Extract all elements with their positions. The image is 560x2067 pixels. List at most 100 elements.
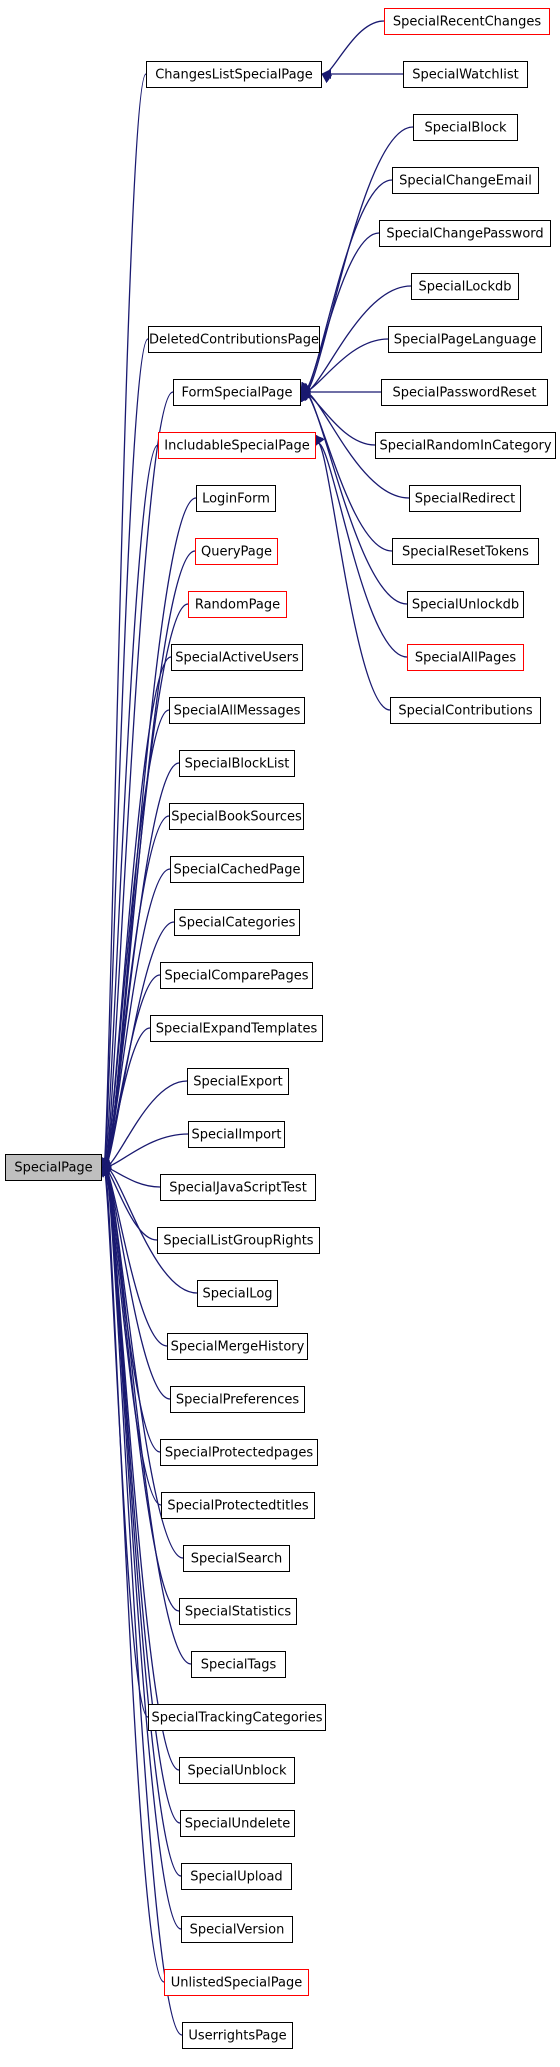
node-label: SpecialVersion [190, 1923, 285, 1938]
edge-special-contributions-to-includable-special-page [314, 434, 391, 711]
class-node-special-tracking-categories[interactable]: SpecialTrackingCategories [148, 1704, 326, 1731]
node-label: SpecialStatistics [185, 1605, 291, 1620]
node-label: SpecialProtectedtitles [167, 1499, 308, 1514]
class-node-special-recent-changes[interactable]: SpecialRecentChanges [384, 8, 550, 35]
class-node-special-lockdb[interactable]: SpecialLockdb [411, 273, 519, 300]
nodes-layer: SpecialPage SpecialRecentChangesChangesLi… [5, 8, 556, 2049]
class-node-special-preferences[interactable]: SpecialPreferences [170, 1386, 305, 1413]
class-node-special-unblock[interactable]: SpecialUnblock [179, 1757, 295, 1784]
class-node-special-redirect[interactable]: SpecialRedirect [409, 485, 521, 512]
node-label: SpecialPageLanguage [394, 333, 536, 348]
class-node-special-block[interactable]: SpecialBlock [413, 114, 518, 141]
class-node-special-upload[interactable]: SpecialUpload [181, 1863, 292, 1890]
node-box [5, 1154, 102, 1181]
edge-special-tags-to-special-page [99, 1157, 192, 1665]
node-box [169, 803, 304, 830]
node-box [170, 856, 304, 883]
class-node-special-undelete[interactable]: SpecialUndelete [180, 1810, 295, 1837]
node-box [160, 962, 313, 989]
node-box [157, 1227, 320, 1254]
class-node-special-block-list[interactable]: SpecialBlockList [179, 750, 295, 777]
class-node-random-page[interactable]: RandomPage [188, 591, 287, 618]
node-box [174, 909, 300, 936]
class-node-special-log[interactable]: SpecialLog [197, 1280, 278, 1307]
node-box [173, 379, 301, 406]
node-box [171, 644, 303, 671]
class-node-query-page[interactable]: QueryPage [195, 538, 278, 565]
class-node-special-random-in-category[interactable]: SpecialRandomInCategory [375, 432, 556, 459]
node-label: SpecialPasswordReset [393, 386, 537, 401]
node-box [181, 1863, 292, 1890]
node-box [179, 750, 295, 777]
edge-special-unlockdb-to-form-special-page [300, 381, 408, 605]
class-node-special-change-password[interactable]: SpecialChangePassword [379, 220, 551, 247]
node-label: SpecialWatchlist [412, 68, 518, 83]
node-box [161, 1492, 315, 1519]
node-label: SpecialListGroupRights [163, 1234, 313, 1249]
node-label: SpecialTrackingCategories [151, 1711, 322, 1726]
class-node-unlisted-special-page[interactable]: UnlistedSpecialPage [164, 1969, 309, 1996]
class-node-special-protectedpages[interactable]: SpecialProtectedpages [160, 1439, 318, 1466]
node-label: SpecialChangeEmail [399, 174, 532, 189]
node-box [148, 1704, 326, 1731]
class-node-special-all-pages[interactable]: SpecialAllPages [407, 644, 524, 671]
class-node-special-all-messages[interactable]: SpecialAllMessages [169, 697, 305, 724]
class-node-special-merge-history[interactable]: SpecialMergeHistory [167, 1333, 308, 1360]
class-node-special-password-reset[interactable]: SpecialPasswordReset [381, 379, 548, 406]
node-label: DeletedContributionsPage [149, 333, 319, 348]
edge-special-log-to-special-page [101, 1157, 198, 1294]
node-label: SpecialRecentChanges [393, 15, 542, 30]
node-label: IncludableSpecialPage [164, 439, 309, 454]
class-node-special-version[interactable]: SpecialVersion [181, 1916, 293, 1943]
node-box [169, 697, 305, 724]
class-node-special-protectedtitles[interactable]: SpecialProtectedtitles [161, 1492, 315, 1519]
node-label: SpecialUpload [190, 1870, 282, 1885]
class-node-special-tags[interactable]: SpecialTags [191, 1651, 286, 1678]
edge-deleted-contributions-page-to-special-page [97, 338, 149, 1177]
node-label: SpecialSearch [191, 1552, 283, 1567]
class-node-special-change-email[interactable]: SpecialChangeEmail [392, 167, 539, 194]
edge-special-change-email-to-form-special-page [300, 179, 393, 403]
node-box [188, 1121, 285, 1148]
node-label: SpecialChangePassword [386, 227, 543, 242]
edge-special-import-to-special-page [101, 1133, 189, 1175]
class-node-deleted-contributions-page[interactable]: DeletedContributionsPage [148, 326, 320, 353]
class-node-special-compare-pages[interactable]: SpecialComparePages [160, 962, 313, 989]
class-node-changes-list-special-page[interactable]: ChangesListSpecialPage [146, 61, 322, 88]
node-box [150, 1015, 323, 1042]
node-box [179, 1757, 295, 1784]
class-node-special-list-group-rights[interactable]: SpecialListGroupRights [157, 1227, 320, 1254]
class-node-special-active-users[interactable]: SpecialActiveUsers [171, 644, 303, 671]
node-label: SpecialBlockList [185, 757, 290, 772]
node-label: SpecialExport [193, 1075, 282, 1090]
edge-includable-special-page-to-special-page [97, 444, 159, 1177]
class-node-special-contributions[interactable]: SpecialContributions [390, 697, 541, 724]
class-node-special-search[interactable]: SpecialSearch [183, 1545, 290, 1572]
node-label: SpecialActiveUsers [175, 651, 299, 666]
class-node-special-watchlist[interactable]: SpecialWatchlist [403, 61, 528, 88]
class-node-login-form[interactable]: LoginForm [196, 485, 276, 512]
class-node-special-import[interactable]: SpecialImport [188, 1121, 285, 1148]
node-label: FormSpecialPage [181, 386, 292, 401]
class-node-special-unlockdb[interactable]: SpecialUnlockdb [407, 591, 524, 618]
class-node-special-java-script-test[interactable]: SpecialJavaScriptTest [160, 1174, 316, 1201]
class-node-userrights-page[interactable]: UserrightsPage [182, 2022, 293, 2049]
class-node-special-cached-page[interactable]: SpecialCachedPage [170, 856, 304, 883]
class-node-special-export[interactable]: SpecialExport [187, 1068, 289, 1095]
node-label: SpecialPage [14, 1161, 92, 1176]
node-box [183, 1545, 290, 1572]
class-node-special-statistics[interactable]: SpecialStatistics [179, 1598, 297, 1625]
class-node-special-categories[interactable]: SpecialCategories [174, 909, 300, 936]
node-box [197, 1280, 278, 1307]
node-box [158, 432, 316, 459]
node-label: SpecialLog [202, 1287, 272, 1302]
class-node-special-page-language[interactable]: SpecialPageLanguage [388, 326, 542, 353]
class-node-form-special-page[interactable]: FormSpecialPage [173, 379, 301, 406]
class-node-special-expand-templates[interactable]: SpecialExpandTemplates [150, 1015, 323, 1042]
class-node-special-reset-tokens[interactable]: SpecialResetTokens [392, 538, 539, 565]
node-label: SpecialLockdb [419, 280, 512, 295]
class-node-includable-special-page[interactable]: IncludableSpecialPage [158, 432, 316, 459]
node-label: SpecialComparePages [164, 969, 308, 984]
class-node-special-book-sources[interactable]: SpecialBookSources [169, 803, 304, 830]
